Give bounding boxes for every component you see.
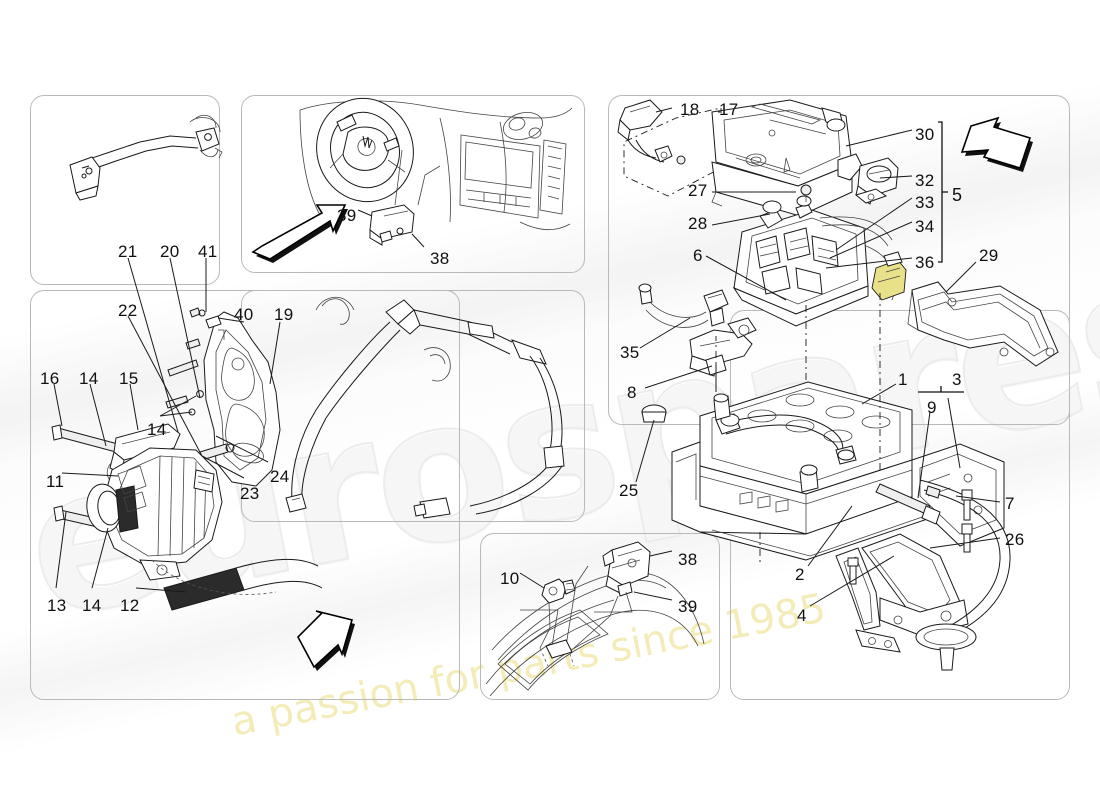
callout-41: 41: [198, 242, 218, 261]
roof-illustration: [485, 541, 705, 697]
callout-12: 12: [120, 596, 140, 615]
callout-24: 24: [270, 467, 290, 486]
callout-14-top: 14: [79, 369, 99, 388]
callout-23: 23: [240, 484, 260, 503]
callout-26: 26: [1005, 530, 1025, 549]
callout-33: 33: [915, 193, 935, 212]
battery-tray: [671, 441, 1011, 671]
callout-20: 20: [160, 242, 180, 261]
dashboard-panel: [241, 95, 585, 273]
callout-1: 1: [898, 370, 908, 389]
callout-18: 18: [680, 100, 700, 119]
callout-39-roof: 39: [678, 597, 698, 616]
callout-40: 40: [234, 305, 254, 324]
bracket-illustration: [165, 296, 565, 519]
callout-17: 17: [719, 100, 739, 119]
callout-6: 6: [693, 246, 703, 265]
callout-36: 36: [915, 253, 935, 272]
callout-2: 2: [795, 565, 805, 584]
callout-38-dashboard: 38: [430, 249, 450, 268]
alternator-illustration: [51, 257, 355, 671]
callout-38-roof: 38: [678, 550, 698, 569]
control-module-38: [369, 204, 415, 246]
fusebox-illustration: [617, 99, 1059, 367]
connector-10: [541, 578, 576, 604]
battery-cable-panel: [30, 95, 220, 285]
callout-8: 8: [627, 383, 637, 402]
callout-9: 9: [927, 398, 937, 417]
callout-32: 32: [915, 171, 935, 190]
callout-25: 25: [619, 481, 639, 500]
callout-3: 3: [952, 370, 962, 389]
fuse-box-6: [732, 184, 869, 327]
direction-arrow-down-left: [297, 610, 355, 671]
callout-34: 34: [915, 217, 935, 236]
callout-7: 7: [1005, 494, 1015, 513]
callout-16: 16: [40, 369, 60, 388]
battery-terminal-8: [689, 317, 757, 392]
dashboard-illustration: [251, 97, 573, 263]
callout-5-group: 5: [952, 185, 963, 205]
callout-29: 29: [979, 246, 999, 265]
callout-22: 22: [118, 301, 138, 320]
bracket-29: [907, 281, 1059, 367]
direction-arrow-up-right: [251, 204, 348, 263]
battery-illustration: [635, 283, 1011, 671]
roof-antenna-panel: [480, 533, 720, 700]
callout-28: 28: [688, 214, 708, 233]
callout-14-bottom: 14: [82, 596, 102, 615]
callout-35: 35: [620, 343, 640, 362]
direction-arrow-up-left: [960, 116, 1033, 172]
callout-30: 30: [915, 125, 935, 144]
antenna-module-38: [602, 541, 651, 597]
callout-13: 13: [47, 596, 67, 615]
callout-14-mid: 14: [147, 420, 167, 439]
callout-19: 19: [274, 305, 294, 324]
callout-10: 10: [500, 569, 520, 588]
callout-11: 11: [46, 472, 65, 491]
battery-cable-illustration: [69, 114, 223, 201]
alternator-panel: [30, 290, 460, 700]
callout-21: 21: [118, 242, 138, 261]
relay-32: [854, 157, 899, 205]
callout-4: 4: [797, 606, 807, 625]
callout-27: 27: [688, 181, 708, 200]
vent-cap-25: [641, 404, 667, 423]
callout-39-dashboard: 39: [337, 206, 357, 225]
callout-15: 15: [119, 369, 139, 388]
